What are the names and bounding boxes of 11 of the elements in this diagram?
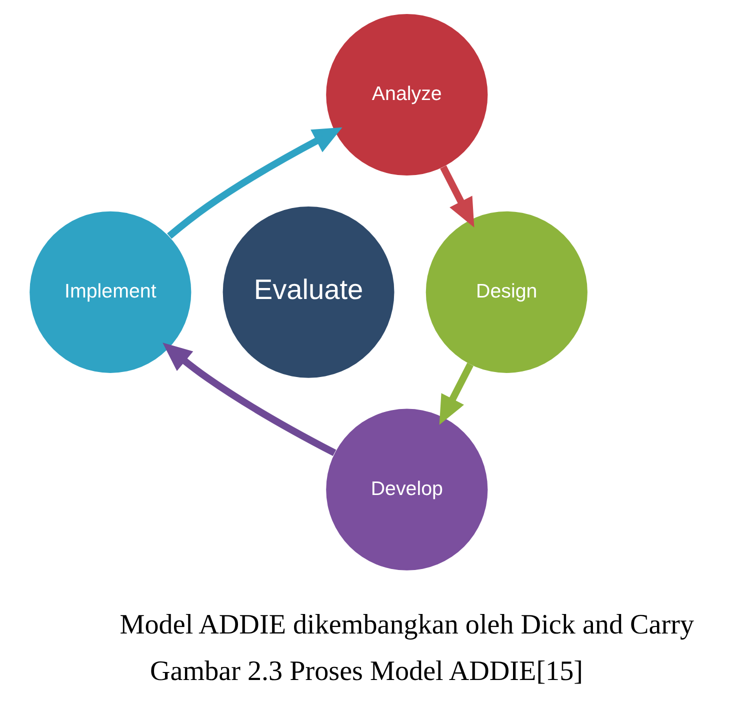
node-circle: Develop xyxy=(326,408,488,570)
node-circle: Implement xyxy=(29,211,191,373)
arrow xyxy=(438,362,473,425)
arrow xyxy=(166,127,342,239)
node-circle: Evaluate xyxy=(222,206,394,378)
label: Model ADDIE dikembangkan oleh Dick and Carry xyxy=(119,610,694,641)
arrow xyxy=(440,165,474,228)
caption: Gambar 2.3 Proses Model ADDIE[15] xyxy=(149,656,583,687)
node-circle: Design xyxy=(425,211,587,373)
arrow xyxy=(162,342,336,456)
node-circle: Analyze xyxy=(326,14,488,176)
